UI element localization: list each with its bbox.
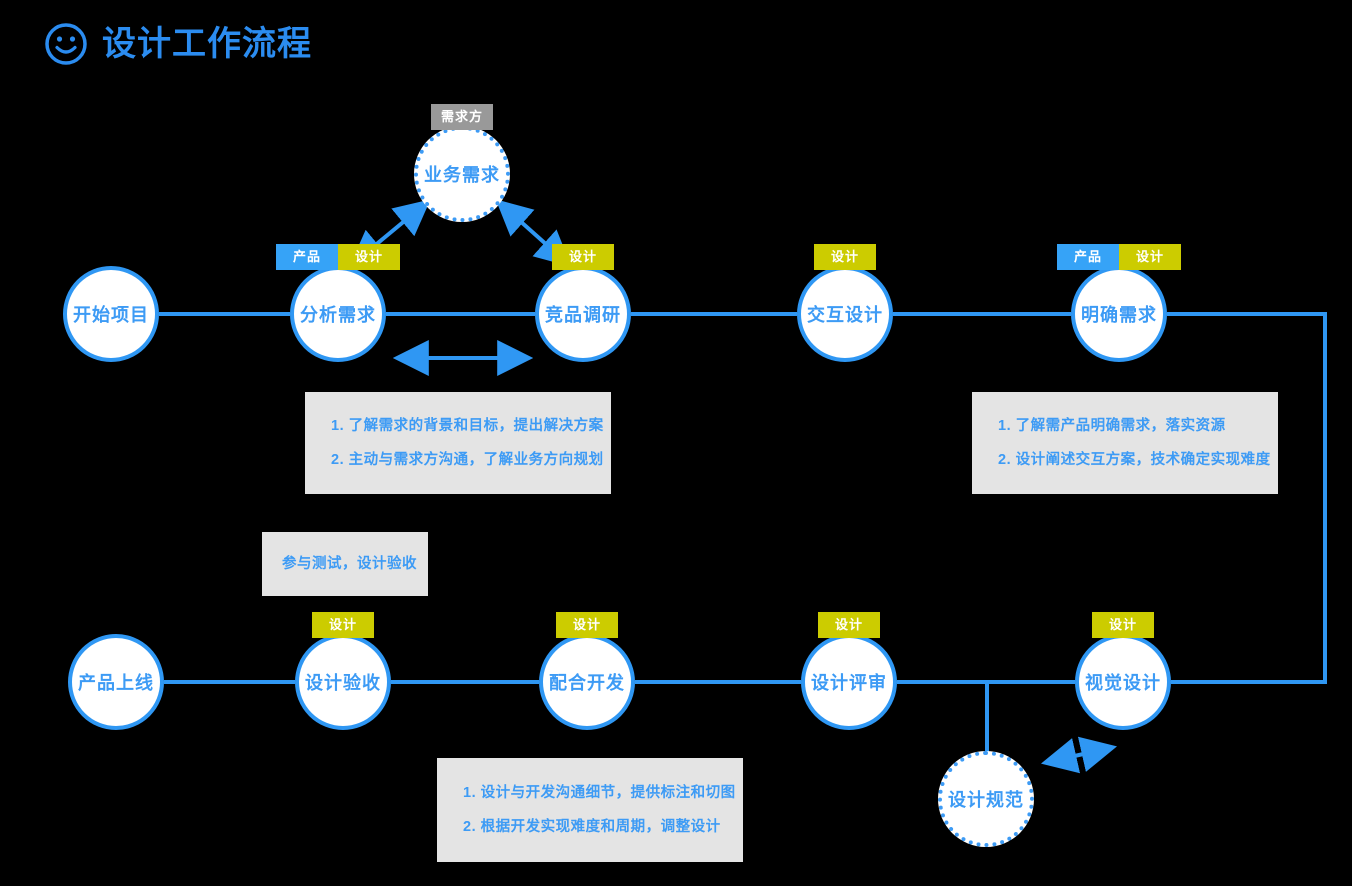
note-confirm-requirement: 1. 了解需产品明确需求，落实资源 2. 设计阐述交互方案，技术确定实现难度 bbox=[972, 392, 1278, 494]
node-visual-design[interactable]: 视觉设计 bbox=[1075, 634, 1171, 730]
role-tag-design: 设计 bbox=[818, 612, 880, 638]
note-line: 1. 设计与开发沟通细节，提供标注和切图 bbox=[463, 785, 736, 801]
smiley-face-icon bbox=[45, 23, 87, 65]
node-product-launch[interactable]: 产品上线 bbox=[68, 634, 164, 730]
note-line: 2. 主动与需求方沟通，了解业务方向规划 bbox=[331, 452, 604, 468]
role-tag-product: 产品 bbox=[1057, 244, 1119, 270]
node-label: 明确需求 bbox=[1081, 305, 1157, 325]
node-label: 配合开发 bbox=[549, 673, 625, 693]
node-label: 设计验收 bbox=[305, 673, 381, 693]
note-line: 2. 设计阐述交互方案，技术确定实现难度 bbox=[998, 452, 1271, 468]
node-start-project[interactable]: 开始项目 bbox=[63, 266, 159, 362]
role-tag-group-interaction-design: 设计 bbox=[814, 244, 876, 270]
node-label: 设计评审 bbox=[811, 673, 887, 693]
arrow-design-spec-to-visual bbox=[1040, 736, 1118, 774]
role-tag-group-analyze-requirement: 产品设计 bbox=[276, 244, 400, 270]
node-interaction-design[interactable]: 交互设计 bbox=[797, 266, 893, 362]
node-label: 开始项目 bbox=[73, 305, 149, 325]
note-line: 1. 了解需产品明确需求，落实资源 bbox=[998, 418, 1226, 434]
role-tag-design: 设计 bbox=[556, 612, 618, 638]
role-tag-group-business-requirement: 需求方 bbox=[431, 104, 493, 130]
role-tag-design: 设计 bbox=[814, 244, 876, 270]
link-confirm-to-visual bbox=[1167, 312, 1327, 684]
node-design-acceptance[interactable]: 设计验收 bbox=[295, 634, 391, 730]
node-label: 竞品调研 bbox=[545, 305, 621, 325]
node-label: 设计规范 bbox=[948, 790, 1024, 810]
node-design-spec[interactable]: 设计规范 bbox=[938, 751, 1034, 847]
page-title: 设计工作流程 bbox=[44, 22, 312, 66]
node-dev-collaboration[interactable]: 配合开发 bbox=[539, 634, 635, 730]
role-tag-group-confirm-requirement: 产品设计 bbox=[1057, 244, 1181, 270]
role-tag-group-design-acceptance: 设计 bbox=[312, 612, 374, 638]
node-label: 业务需求 bbox=[424, 165, 500, 185]
node-design-review[interactable]: 设计评审 bbox=[801, 634, 897, 730]
role-tag-design: 设计 bbox=[1119, 244, 1181, 270]
note-analyze-requirement: 1. 了解需求的背景和目标，提出解决方案 2. 主动与需求方沟通，了解业务方向规… bbox=[305, 392, 611, 494]
node-analyze-requirement[interactable]: 分析需求 bbox=[290, 266, 386, 362]
node-confirm-requirement[interactable]: 明确需求 bbox=[1071, 266, 1167, 362]
role-tag-group-visual-design: 设计 bbox=[1092, 612, 1154, 638]
node-label: 交互设计 bbox=[807, 305, 883, 325]
role-tag-group-dev-collaboration: 设计 bbox=[556, 612, 618, 638]
note-design-acceptance: 参与测试，设计验收 bbox=[262, 532, 428, 596]
role-tag-design: 设计 bbox=[552, 244, 614, 270]
role-tag-product: 产品 bbox=[276, 244, 338, 270]
page-title-text: 设计工作流程 bbox=[102, 25, 312, 63]
node-label: 产品上线 bbox=[78, 673, 154, 693]
note-line: 2. 根据开发实现难度和周期，调整设计 bbox=[463, 819, 721, 835]
node-business-requirement[interactable]: 业务需求 bbox=[414, 126, 510, 222]
role-tag-design: 设计 bbox=[1092, 612, 1154, 638]
node-competitor-research[interactable]: 竞品调研 bbox=[535, 266, 631, 362]
role-tag-stakeholder: 需求方 bbox=[431, 104, 493, 130]
role-tag-design: 设计 bbox=[338, 244, 400, 270]
role-tag-group-competitor-research: 设计 bbox=[552, 244, 614, 270]
node-label: 分析需求 bbox=[300, 305, 376, 325]
node-label: 视觉设计 bbox=[1085, 673, 1161, 693]
note-line: 1. 了解需求的背景和目标，提出解决方案 bbox=[331, 418, 604, 434]
role-tag-design: 设计 bbox=[312, 612, 374, 638]
note-dev-collaboration: 1. 设计与开发沟通细节，提供标注和切图 2. 根据开发实现难度和周期，调整设计 bbox=[437, 758, 743, 862]
note-line: 参与测试，设计验收 bbox=[282, 556, 417, 572]
role-tag-group-design-review: 设计 bbox=[818, 612, 880, 638]
